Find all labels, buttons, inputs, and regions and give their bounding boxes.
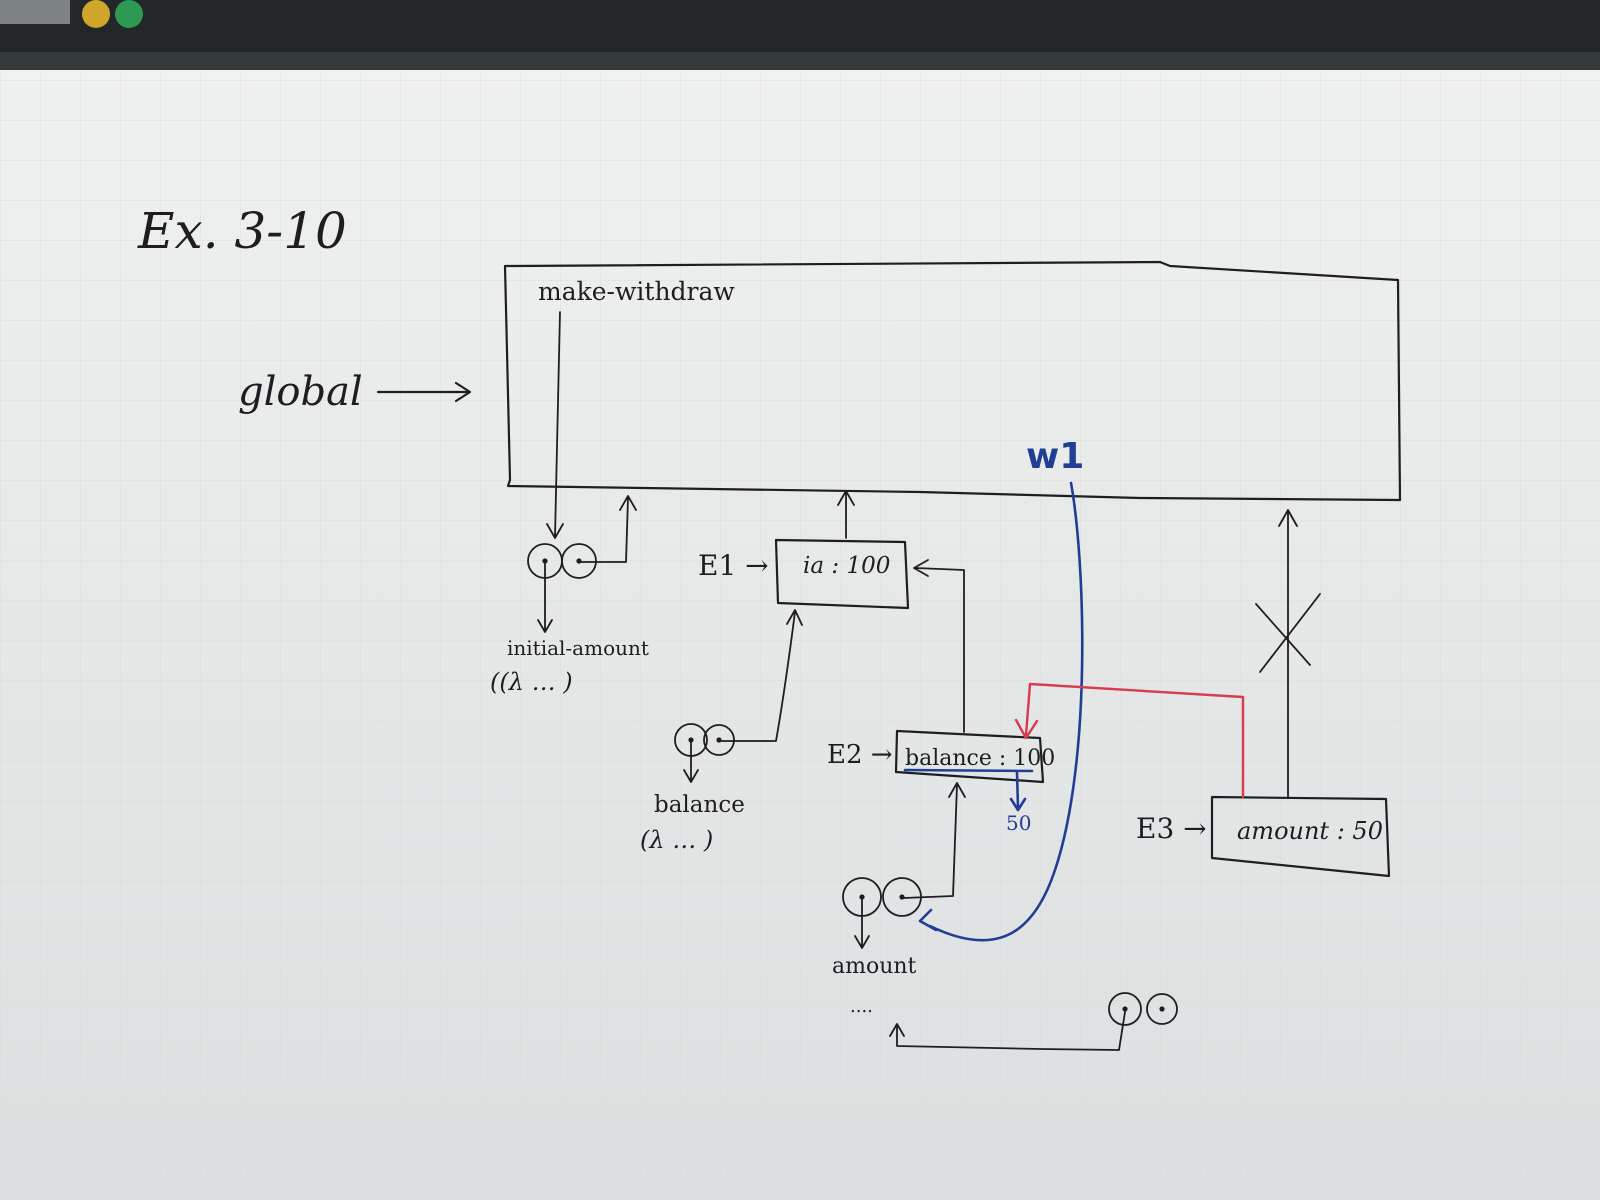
proc2-param: balance: [654, 792, 745, 818]
global-binding-make-withdraw: make-withdraw: [538, 277, 735, 306]
e2-new-value: 50: [1006, 811, 1031, 835]
e2-label: E2 →: [827, 740, 893, 770]
proc3-param: amount: [832, 954, 917, 979]
top-frame-shadow: [0, 52, 1600, 70]
diagram-title: Ex. 3-10: [137, 202, 347, 260]
proc2-code-dot: [688, 737, 693, 742]
e3-label: E3 →: [1136, 812, 1207, 845]
proc1-code-dot: [542, 558, 547, 563]
proc4-code-dot: [1122, 1006, 1127, 1011]
top-frame-bar: [0, 0, 1600, 52]
yellow-circle-icon: [82, 0, 110, 28]
corner-screen: [0, 0, 70, 24]
e1-binding: ia : 100: [803, 553, 890, 579]
proc3-code-dot: [859, 894, 864, 899]
green-circle-icon: [115, 0, 143, 28]
proc4-env-dot: [1159, 1006, 1164, 1011]
e1-label: E1 →: [698, 549, 769, 582]
w1-label: w1: [1026, 436, 1084, 477]
e2-balance-underline: [905, 770, 1032, 771]
proc2-body: (λ … ): [640, 826, 713, 854]
proc3-body: ....: [850, 996, 873, 1017]
e3-binding: amount : 50: [1237, 817, 1383, 845]
e2-binding: balance : 100: [905, 746, 1055, 771]
proc1-body: ((λ … ): [490, 668, 573, 696]
global-label: global: [238, 369, 363, 415]
proc1-param: initial-amount: [507, 636, 649, 660]
